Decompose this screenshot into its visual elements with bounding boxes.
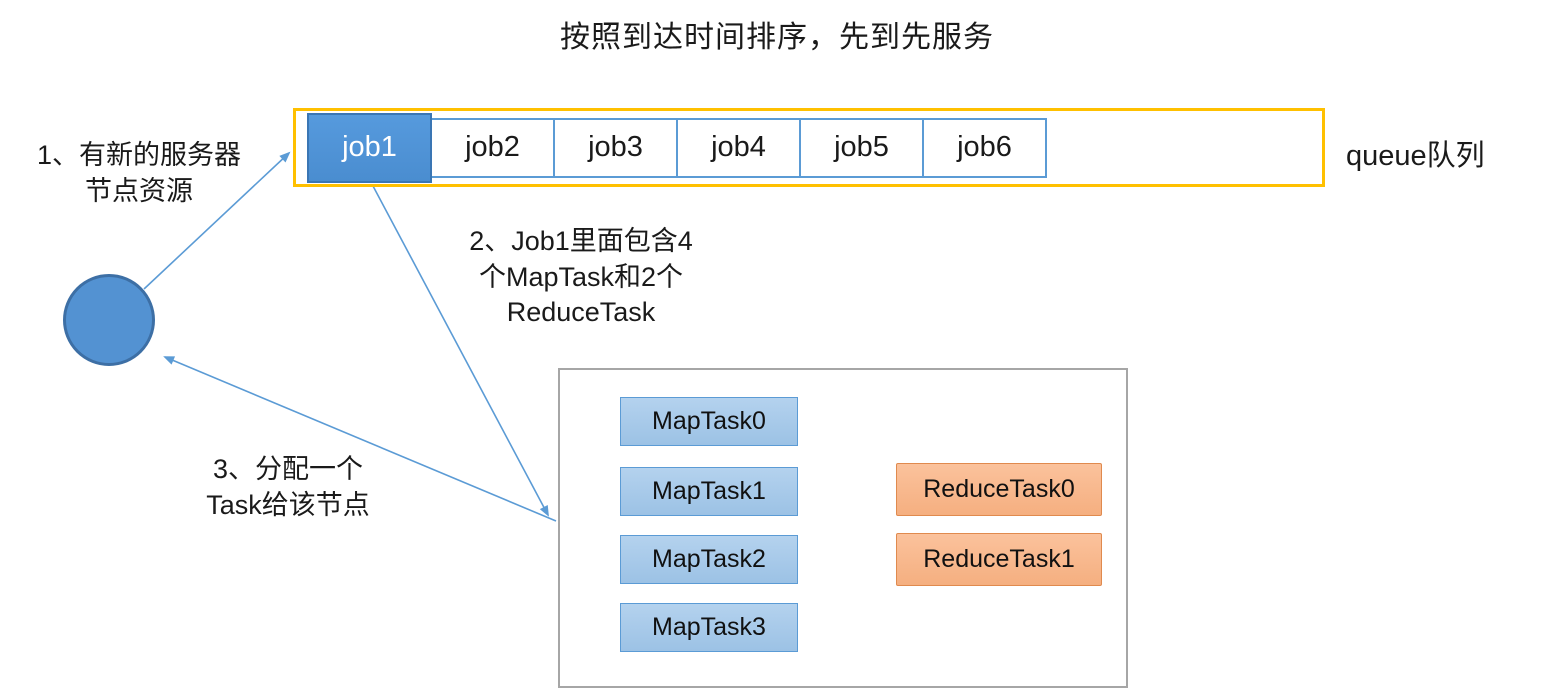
annotation-step2-line3: ReduceTask bbox=[506, 297, 656, 328]
map-task-3: MapTask3 bbox=[620, 603, 798, 652]
queue-container: job1 job2 job3 job4 job5 job6 bbox=[293, 108, 1325, 187]
job-cell-job1: job1 bbox=[307, 112, 432, 183]
annotation-step3-line2: Task给该节点 bbox=[206, 489, 370, 520]
map-task-1: MapTask1 bbox=[620, 467, 798, 516]
map-task-0: MapTask0 bbox=[620, 397, 798, 446]
annotation-step3-line1: 3、分配一个 bbox=[212, 454, 364, 484]
annotation-step1-line1: 1、有新的服务器 bbox=[36, 140, 242, 170]
map-task-2: MapTask2 bbox=[620, 535, 798, 584]
annotation-step2-line2: 个MapTask和2个 bbox=[478, 261, 684, 292]
job-cell-job3: job3 bbox=[553, 117, 678, 178]
annotation-step1-line2: 节点资源 bbox=[85, 175, 193, 206]
queue-label: queue队列 bbox=[1346, 140, 1485, 172]
annotation-step1: 1、有新的服务器 节点资源 bbox=[8, 138, 270, 209]
job-cell-job2: job2 bbox=[430, 117, 555, 178]
reduce-task-1: ReduceTask1 bbox=[896, 533, 1102, 586]
job-cell-job4: job4 bbox=[676, 117, 801, 178]
server-node-circle bbox=[63, 274, 155, 366]
reduce-task-0: ReduceTask0 bbox=[896, 463, 1102, 516]
job-row: job1 job2 job3 job4 job5 job6 bbox=[307, 112, 1047, 183]
annotation-step2-line1: 2、Job1里面包含4 bbox=[469, 226, 693, 256]
job-cell-job6: job6 bbox=[922, 117, 1047, 178]
job-cell-job5: job5 bbox=[799, 117, 924, 178]
task-container: MapTask0 MapTask1 MapTask2 MapTask3 Redu… bbox=[558, 368, 1128, 688]
annotation-step2: 2、Job1里面包含4 个MapTask和2个 ReduceTask bbox=[428, 224, 734, 331]
diagram-title: 按照到达时间排序，先到先服务 bbox=[560, 21, 994, 54]
annotation-step3: 3、分配一个 Task给该节点 bbox=[162, 452, 414, 523]
